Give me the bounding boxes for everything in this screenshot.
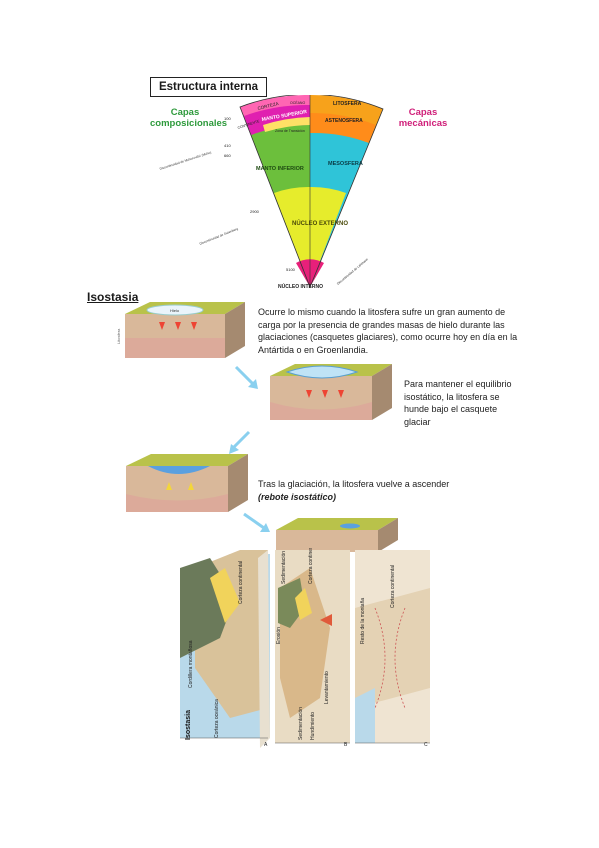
corteza-oceanica-label: Corteza oceánica	[214, 699, 220, 738]
panel-c-letter: C	[424, 742, 428, 748]
panel-b-letter: B	[344, 742, 348, 748]
litosfera-side-label: Litosfera	[116, 328, 121, 344]
oceano-text: OCÉANO	[290, 100, 305, 105]
corteza-continental-b: Corteza continental	[308, 548, 314, 584]
compositional-layers-label: Capas composicionales	[150, 107, 228, 129]
text3a: Tras la glaciación, la litosfera vuelve …	[258, 479, 450, 489]
depth-660: 660	[224, 153, 231, 158]
panel-a-letter: A	[264, 742, 268, 748]
nucleo-externo-text: NÚCLEO EXTERNO	[292, 220, 348, 227]
continente-text: CONTINENTE	[237, 119, 261, 130]
hundimiento-label: Hundimiento	[310, 712, 316, 740]
block-diagram-2	[270, 364, 392, 420]
block-diagram-1: Hielo Litosfera	[116, 302, 245, 358]
section-title: Isostasia	[87, 290, 139, 304]
page-title: Estructura interna	[150, 77, 267, 97]
manto-inferior-text: MANTO INFERIOR	[256, 166, 304, 172]
hielo-label: Hielo	[170, 308, 180, 313]
sedimentacion-b-top: Sedimentación	[281, 551, 287, 584]
mesosfera-layer	[310, 132, 369, 287]
mechanical-layers-label: Capas mecánicas	[398, 107, 448, 129]
block-diagram-4	[276, 518, 398, 552]
gutenberg-label: Discontinuidad de Gutenberg	[199, 227, 239, 246]
corteza-continental-a: Corteza continental	[238, 561, 244, 604]
corteza-continental-c: Corteza continental	[390, 565, 396, 608]
cordillera-label: Cordillera montañosa	[188, 640, 194, 688]
paragraph-3: Tras la glaciación, la litosfera vuelve …	[258, 478, 498, 503]
levantamiento-label: Levantamiento	[324, 671, 330, 704]
paragraph-2: Para mantener el equilibrio isostático, …	[404, 379, 512, 427]
sedimentacion-b-bottom: Sedimentación	[298, 707, 304, 740]
flow-arrow-3	[243, 512, 270, 532]
mesosfera-text: MESOSFERA	[328, 161, 363, 167]
text3b: (rebote isostático)	[258, 491, 337, 502]
flow-arrow-2	[229, 430, 251, 454]
isostasia-panel-label: Isostasia	[185, 710, 192, 740]
earth-structure-diagram: CORTEZA OCÉANO CONTINENTE MANTO SUPERIOR…	[159, 95, 384, 290]
depth-2900: 2900	[250, 209, 260, 214]
flow-arrow-1	[234, 365, 258, 389]
zona-transicion-text: Zona de Transición	[275, 129, 305, 133]
resto-label: Resto de la montaña	[360, 598, 366, 644]
moho-label: Discontinuidad de Mohorovičić (Moho)	[159, 150, 212, 171]
mountain-isostasy-panels: Cordillera montañosa Corteza continental…	[180, 548, 430, 748]
depth-5100: 5100	[286, 267, 296, 272]
lehmann-label: Discontinuidad de Lehmann	[336, 257, 369, 286]
astenosfera-text: ASTENOSFERA	[325, 118, 363, 124]
nucleo-interno-text: NÚCLEO INTERNO	[278, 283, 323, 290]
corteza-text: CORTEZA	[257, 101, 279, 111]
erosion-label: Erosión	[276, 627, 282, 644]
paragraph-1: Ocurre lo mismo cuando la litosfera sufr…	[258, 307, 518, 355]
litosfera-text: LITOSFERA	[333, 101, 362, 107]
depth-410: 410	[224, 143, 231, 148]
block-diagram-3	[126, 454, 248, 512]
depth-100: 100	[224, 116, 231, 121]
